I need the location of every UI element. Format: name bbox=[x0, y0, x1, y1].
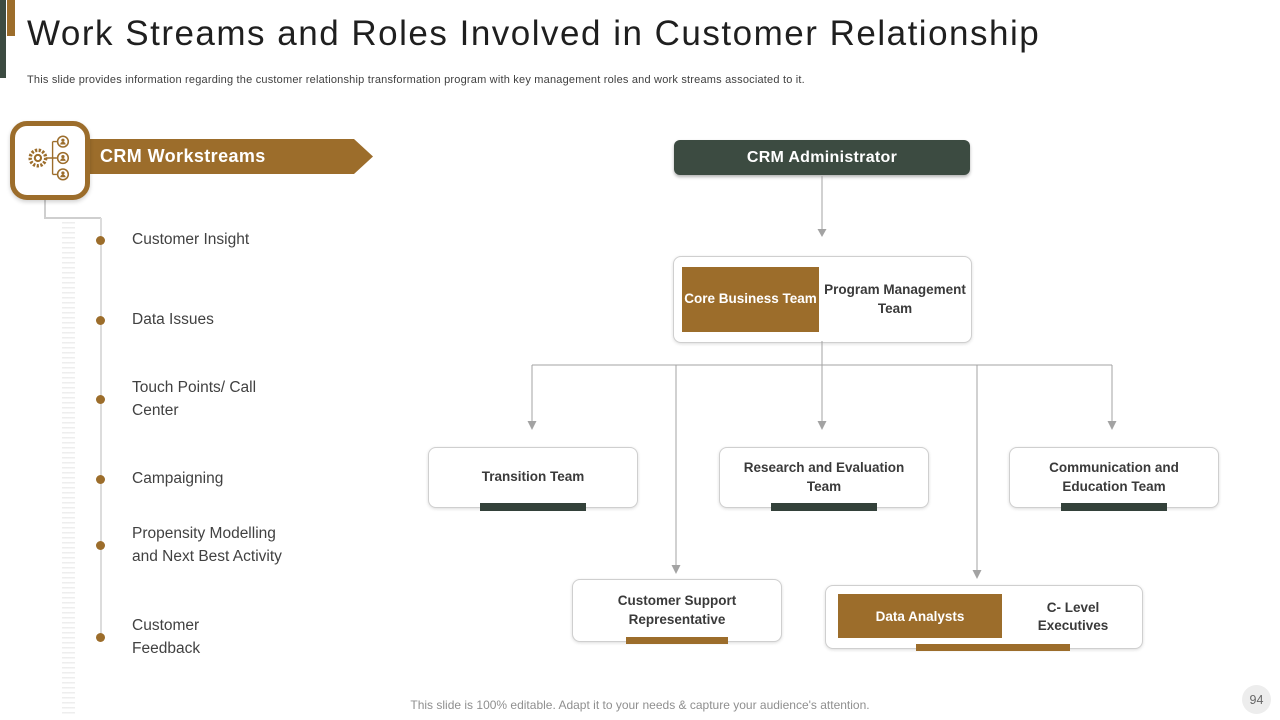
node-communication-education-team: Communication and Education Team bbox=[1009, 447, 1219, 511]
node-transition-team: Transition Team bbox=[428, 447, 638, 511]
edge-accent-dark bbox=[0, 0, 6, 78]
underline-accent bbox=[1061, 503, 1167, 511]
bullet-icon bbox=[96, 315, 105, 325]
list-item: Touch Points/ Call Center bbox=[96, 377, 290, 423]
crm-workstreams-banner-label: CRM Workstreams bbox=[100, 146, 266, 166]
workstreams-connector-vertical bbox=[44, 190, 46, 218]
list-item: Campaigning bbox=[96, 468, 292, 491]
org-chart-icon bbox=[24, 133, 76, 188]
slide-subtitle: This slide provides information regardin… bbox=[27, 74, 805, 86]
bullet-icon bbox=[96, 235, 105, 245]
list-item: Customer Feedback bbox=[96, 615, 232, 661]
workstreams-icon-box bbox=[10, 121, 90, 200]
crm-workstreams-banner: CRM Workstreams bbox=[60, 139, 373, 174]
list-item: Data Issues bbox=[96, 309, 292, 332]
bullet-icon bbox=[96, 541, 105, 551]
node-label: Data Analysts bbox=[875, 608, 965, 624]
ribbed-texture-strip bbox=[62, 222, 75, 717]
node-label: Transition Team bbox=[481, 469, 585, 485]
page-number-badge: 94 bbox=[1242, 685, 1271, 714]
footer-note: This slide is 100% editable. Adapt it to… bbox=[410, 698, 870, 712]
underline-accent bbox=[480, 503, 586, 511]
node-program-management-team: Program Management Team bbox=[824, 282, 966, 316]
node-crm-administrator: CRM Administrator bbox=[674, 140, 970, 175]
workstreams-list-rail bbox=[100, 218, 102, 637]
node-label: Customer Support Representative bbox=[617, 593, 737, 627]
node-label: Communication and Education Team bbox=[1049, 460, 1179, 494]
workstream-label: Customer Feedback bbox=[132, 617, 201, 657]
workstream-label: Propensity Modelling and Next Best Activ… bbox=[132, 525, 282, 565]
bullet-icon bbox=[96, 395, 105, 405]
node-analysts-clevel-group: Data Analysts C- Level Executives bbox=[825, 585, 1143, 651]
node-label: Core Business Team bbox=[684, 291, 817, 307]
list-item: Customer Insight bbox=[96, 229, 292, 252]
workstream-label: Touch Points/ Call Center bbox=[132, 379, 257, 419]
node-customer-support-representative: Customer Support Representative bbox=[572, 579, 782, 644]
node-c-level-executives: C- Level Executives bbox=[1037, 599, 1109, 633]
node-label: CRM Administrator bbox=[746, 148, 898, 166]
node-research-evaluation-team: Research and Evaluation Team bbox=[719, 447, 929, 511]
bullet-icon bbox=[96, 633, 105, 643]
workstreams-connector-horizontal bbox=[44, 217, 101, 219]
page-title: Work Streams and Roles Involved in Custo… bbox=[27, 14, 1041, 53]
underline-accent bbox=[626, 637, 728, 644]
node-core-business-team: Core Business Team bbox=[682, 267, 819, 332]
edge-accent-brown bbox=[7, 0, 15, 36]
list-item: Propensity Modelling and Next Best Activ… bbox=[96, 523, 292, 569]
node-label: Research and Evaluation Team bbox=[743, 460, 905, 494]
workstream-label: Campaigning bbox=[132, 470, 224, 487]
underline-accent bbox=[916, 644, 1070, 651]
workstream-label: Data Issues bbox=[132, 311, 214, 328]
node-data-analysts: Data Analysts bbox=[838, 594, 1002, 638]
underline-accent bbox=[771, 503, 877, 511]
node-core-program-group: Core Business Team Program Management Te… bbox=[673, 256, 972, 343]
bullet-icon bbox=[96, 474, 105, 484]
workstream-label: Customer Insight bbox=[132, 231, 250, 248]
